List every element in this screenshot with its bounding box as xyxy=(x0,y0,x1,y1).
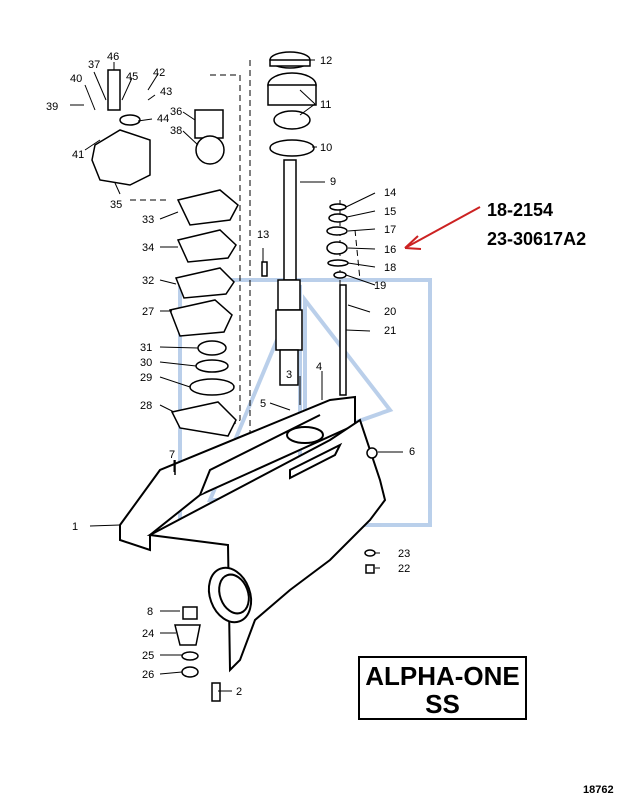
callout-3: 3 xyxy=(286,369,292,381)
callout-16: 16 xyxy=(384,244,396,256)
callout-45: 45 xyxy=(126,71,138,83)
callout-13: 13 xyxy=(257,229,269,241)
callout-42: 42 xyxy=(153,67,165,79)
callout-26: 26 xyxy=(142,669,154,681)
callout-7: 7 xyxy=(169,449,175,461)
callout-9: 9 xyxy=(330,176,336,188)
callout-43: 43 xyxy=(160,86,172,98)
callout-20: 20 xyxy=(384,306,396,318)
callout-28: 28 xyxy=(140,400,152,412)
callout-18: 18 xyxy=(384,262,396,274)
callout-31: 31 xyxy=(140,342,152,354)
callout-39: 39 xyxy=(46,101,58,113)
callout-38: 38 xyxy=(170,125,182,137)
callout-12: 12 xyxy=(320,55,332,67)
part-number-1: 18-2154 xyxy=(487,200,554,220)
callout-37: 37 xyxy=(88,59,100,71)
callout-25: 25 xyxy=(142,650,154,662)
callout-23: 23 xyxy=(398,548,410,560)
callout-24: 24 xyxy=(142,628,154,640)
callout-40: 40 xyxy=(70,73,82,85)
callout-30: 30 xyxy=(140,357,152,369)
callout-35: 35 xyxy=(110,199,122,211)
red-arrow xyxy=(404,206,481,250)
callout-14: 14 xyxy=(384,187,396,199)
callout-8: 8 xyxy=(147,606,153,618)
callout-32: 32 xyxy=(142,275,154,287)
callout-10: 10 xyxy=(320,142,332,154)
callout-17: 17 xyxy=(384,224,396,236)
leader-lines xyxy=(70,59,403,692)
callout-19: 19 xyxy=(374,280,386,292)
callout-34: 34 xyxy=(142,242,154,254)
callout-1: 1 xyxy=(72,521,78,533)
callout-15: 15 xyxy=(384,206,396,218)
callout-11: 11 xyxy=(320,99,331,111)
callout-5: 5 xyxy=(260,398,266,410)
part-number-2: 23-30617A2 xyxy=(487,229,587,249)
callout-36: 36 xyxy=(170,106,182,118)
callout-29: 29 xyxy=(140,372,152,384)
callout-33: 33 xyxy=(142,214,154,226)
callout-27: 27 xyxy=(142,306,154,318)
pinion-parts xyxy=(174,606,221,702)
gear-housing xyxy=(119,395,387,673)
water-pump-parts xyxy=(91,69,239,437)
model-title-line-2: SS xyxy=(425,689,460,719)
callout-44: 44 xyxy=(157,113,169,125)
callout-22: 22 xyxy=(398,563,410,575)
callout-2: 2 xyxy=(236,686,242,698)
model-title-line-1: ALPHA-ONE xyxy=(365,661,520,691)
callout-4: 4 xyxy=(316,361,322,373)
callout-21: 21 xyxy=(384,325,396,337)
callout-41: 41 xyxy=(72,149,84,161)
callout-6: 6 xyxy=(409,446,415,458)
callout-46: 46 xyxy=(107,51,119,63)
drawing-number: 18762 xyxy=(583,784,614,796)
model-title-box: ALPHA-ONE SS xyxy=(358,656,527,720)
upper-bearings xyxy=(267,51,317,157)
callout-labels: 1 2 3 4 5 6 7 8 9 10 11 12 13 14 15 16 1… xyxy=(46,51,415,698)
drive-shaft xyxy=(275,159,303,386)
